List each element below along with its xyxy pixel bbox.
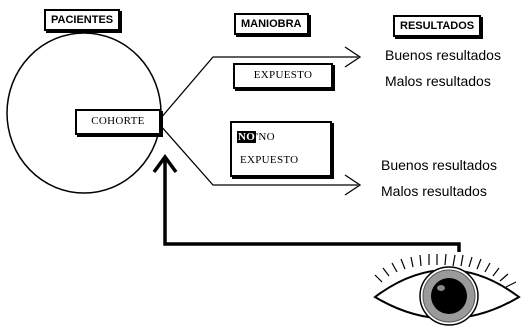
unexposed-line2: EXPUESTO [240,154,299,166]
patients-circle [6,32,162,194]
results-header: RESULTADOS [393,15,482,37]
maneuver-header: MANIOBRA [234,13,309,35]
cohort-label: COHORTE [91,115,145,127]
no-badge: NO [237,131,257,143]
exposed-box: EXPUESTO [233,63,333,89]
exposed-bad-result: Malos resultados [385,73,491,89]
observation-arrow [152,154,461,252]
patients-header: PACIENTES [44,9,121,31]
unexposed-bad-result: Malos resultados [381,183,487,199]
unexposed-branch-arrow [159,124,362,196]
exposed-branch-arrow [159,46,362,120]
no-word: NO [258,131,275,143]
exposed-label: EXPUESTO [253,69,313,81]
eye-icon [373,253,521,326]
exposed-good-result: Buenos resultados [385,47,501,63]
cohort-box: COHORTE [75,109,161,135]
unexposed-good-result: Buenos resultados [381,157,497,173]
unexposed-line1: NO'NO [237,131,275,143]
unexposed-box: NO'NO EXPUESTO [230,121,332,177]
